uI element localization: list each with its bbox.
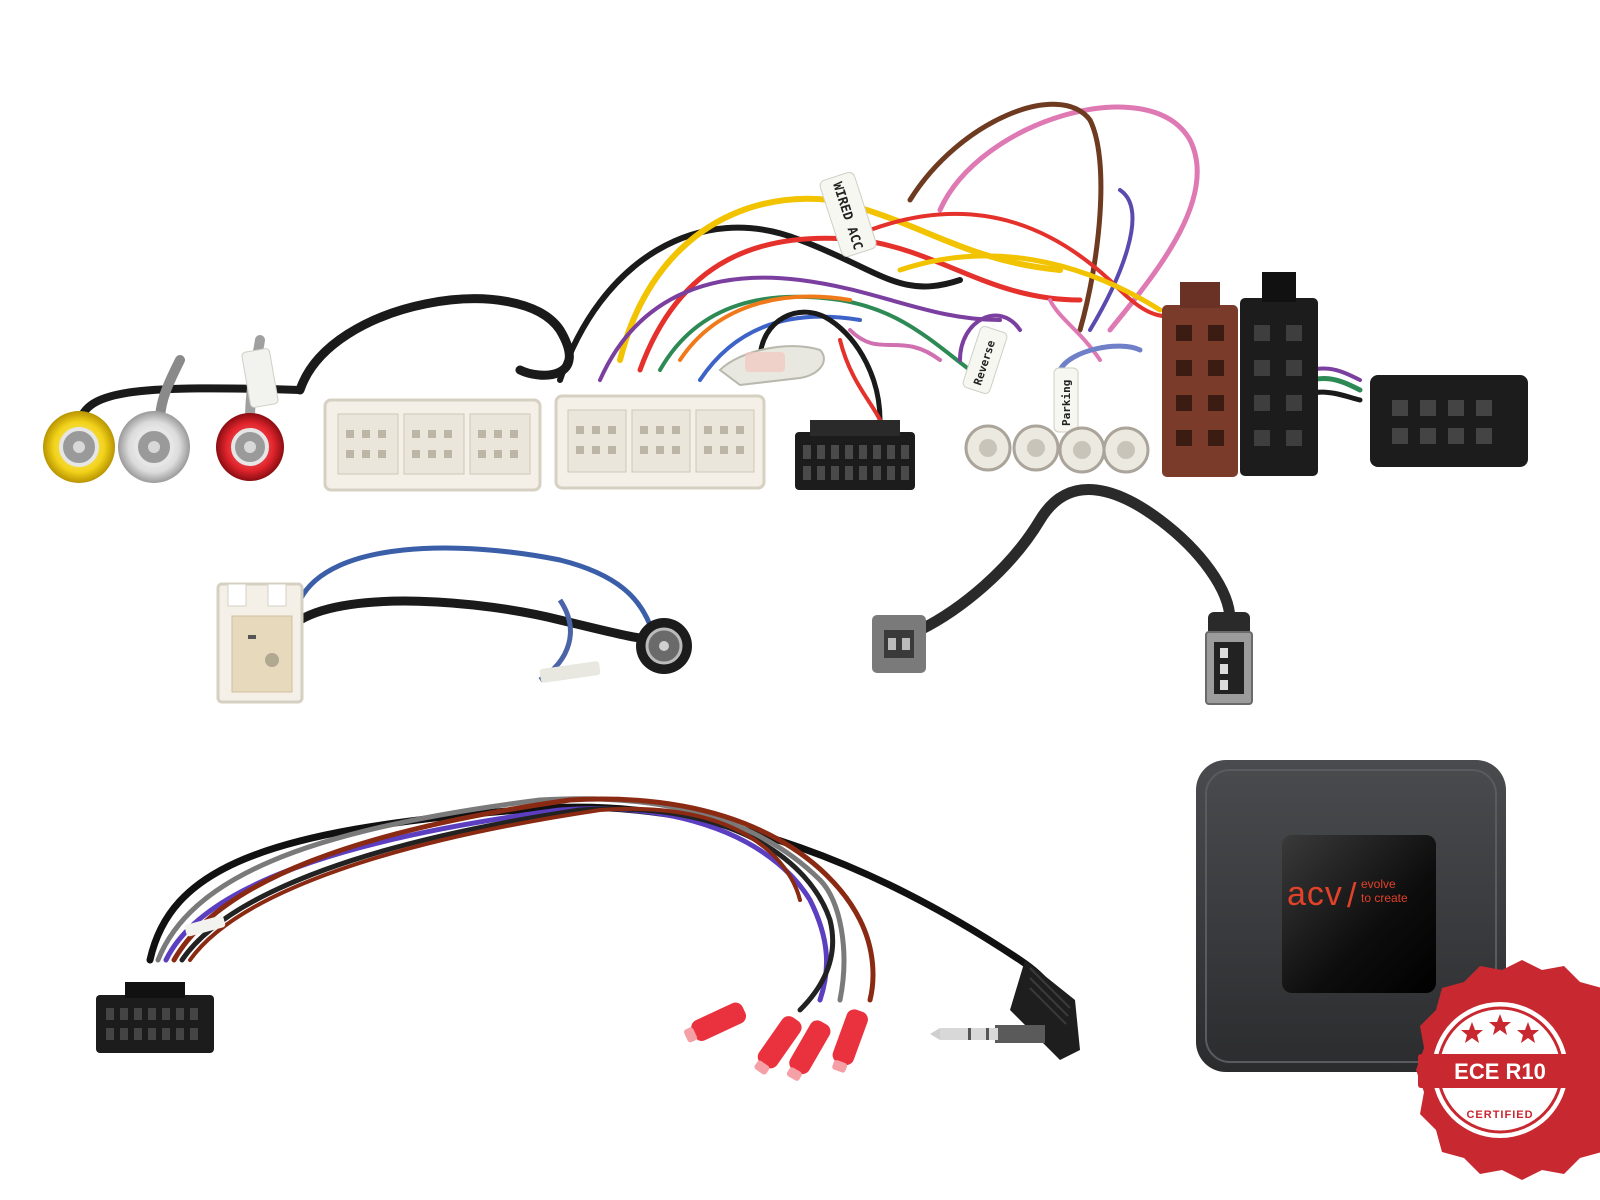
acv-interface-module xyxy=(1196,760,1506,1072)
bullet-terminals xyxy=(964,424,1150,474)
wired-acc-label: WIRED ACC xyxy=(819,171,877,258)
antenna-adapter xyxy=(216,545,692,704)
white-connector-1 xyxy=(323,398,542,492)
acv-brand-text: acv xyxy=(1287,875,1343,913)
acv-logo: acv / evolve to create xyxy=(1287,875,1408,915)
reverse-label: Reverse xyxy=(962,326,1008,394)
parking-label: Parking xyxy=(1053,367,1079,433)
acv-tagline-line-1: evolve xyxy=(1361,877,1396,891)
white-connector-2 xyxy=(554,394,766,490)
swc-cable xyxy=(146,796,1064,1014)
rca-plug-white xyxy=(118,411,190,483)
rca-plug-red xyxy=(216,413,284,481)
usb-cable xyxy=(872,484,1253,705)
label-tag-rca xyxy=(241,348,279,408)
audio-jack-3-5mm xyxy=(930,960,1080,1060)
badge-title: ECE R10 xyxy=(1454,1059,1546,1084)
inline-fuse-holder xyxy=(718,345,825,387)
swc-connector xyxy=(96,982,214,1053)
acv-slash: / xyxy=(1347,877,1357,915)
badge-subtitle: CERTIFIED xyxy=(1466,1109,1533,1121)
black-connector-top xyxy=(795,420,915,490)
acv-tagline-line-2: to create xyxy=(1361,891,1408,905)
iso-speaker-connector xyxy=(1162,282,1238,477)
red-crimp-terminals xyxy=(684,1002,868,1081)
cable-tie xyxy=(184,915,226,937)
black-connector-right xyxy=(1370,375,1528,467)
rca-plug-yellow xyxy=(43,411,115,483)
iso-power-connector xyxy=(1240,272,1318,476)
ece-r10-certified-badge: ECE R10 CERTIFIED xyxy=(1416,960,1600,1180)
parking-label-text: Parking xyxy=(1060,380,1073,426)
